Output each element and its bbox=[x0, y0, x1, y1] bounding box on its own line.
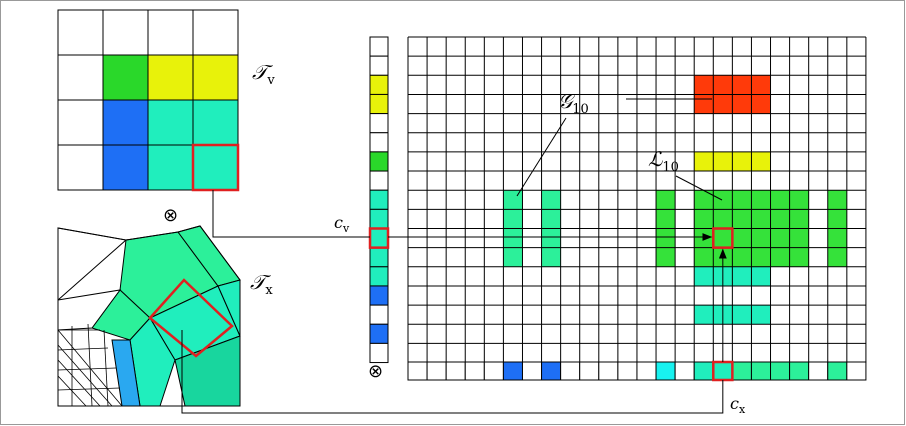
cx-cell bbox=[464, 361, 485, 381]
cv-cell bbox=[369, 189, 389, 210]
sparse-matrix bbox=[407, 36, 867, 364]
tv-cell bbox=[147, 9, 194, 56]
cx-cell bbox=[617, 361, 638, 381]
cx-vector bbox=[407, 360, 867, 382]
cv-cell bbox=[369, 36, 389, 57]
tv-cell bbox=[57, 99, 104, 146]
tx-mesh-outline bbox=[57, 225, 241, 407]
cv-cell bbox=[369, 323, 389, 344]
tv-cell bbox=[192, 9, 239, 56]
otimes-symbol-top: ⊗ bbox=[163, 205, 178, 226]
tx-highlight-box bbox=[148, 278, 234, 358]
cv-cell bbox=[369, 151, 389, 172]
cx-cell bbox=[426, 361, 447, 381]
cx-cell bbox=[827, 361, 848, 381]
cv-cell bbox=[369, 93, 389, 115]
tx-mesh-line bbox=[57, 344, 113, 407]
cv-highlight-box bbox=[368, 227, 390, 249]
tv-cell bbox=[57, 54, 104, 101]
cx-cell bbox=[846, 361, 867, 381]
tv-grid bbox=[57, 9, 240, 192]
cv-cell bbox=[369, 247, 389, 268]
cx-cell bbox=[579, 361, 600, 381]
tx-mesh-line bbox=[103, 329, 109, 407]
connector-tx-cx bbox=[181, 330, 724, 414]
tv-cell bbox=[102, 144, 149, 191]
cv-cell bbox=[369, 113, 389, 134]
tv-cell bbox=[102, 9, 149, 56]
label-cx: cx bbox=[730, 394, 746, 416]
cv-cell bbox=[369, 285, 389, 306]
cx-cell bbox=[731, 361, 752, 381]
tv-cell bbox=[102, 99, 149, 146]
tv-cell bbox=[147, 99, 194, 146]
cx-cell bbox=[407, 361, 428, 381]
cx-cell bbox=[770, 361, 791, 381]
cx-cell bbox=[541, 361, 562, 381]
cx-cell bbox=[808, 361, 829, 381]
cx-cell bbox=[598, 361, 619, 381]
label-g10: 𝒢10 bbox=[558, 89, 589, 117]
pointer-g10 bbox=[516, 117, 567, 197]
label-l10: ℒ10 bbox=[648, 147, 679, 175]
tx-mesh-line bbox=[57, 387, 121, 391]
cv-cell bbox=[369, 55, 389, 76]
tv-cell bbox=[57, 9, 104, 56]
cx-cell bbox=[483, 361, 504, 381]
connector-lines bbox=[181, 98, 727, 414]
tv-cell bbox=[192, 144, 239, 191]
tv-cell bbox=[147, 54, 194, 101]
connector-tv-cv bbox=[212, 190, 370, 238]
cx-cell bbox=[445, 361, 466, 381]
cv-cell bbox=[369, 74, 389, 95]
pointer-l10 bbox=[675, 175, 723, 201]
tv-cell bbox=[57, 144, 104, 191]
cx-cell bbox=[693, 361, 714, 381]
cx-cell bbox=[674, 361, 695, 381]
tv-cell bbox=[192, 54, 239, 101]
cx-cell bbox=[789, 361, 810, 381]
tv-cell bbox=[102, 54, 149, 101]
cv-cell bbox=[369, 208, 389, 230]
tx-mesh bbox=[57, 225, 241, 407]
tv-highlight-box bbox=[191, 143, 240, 192]
tv-cell bbox=[192, 99, 239, 146]
matrix-highlight-box bbox=[712, 227, 734, 249]
cv-cell bbox=[369, 170, 389, 191]
cx-cell bbox=[560, 361, 581, 381]
cx-cell bbox=[636, 361, 657, 381]
label-cv: cv bbox=[334, 213, 350, 235]
otimes-symbol-bottom: ⊗ bbox=[368, 361, 383, 382]
cx-cell bbox=[502, 361, 523, 381]
cx-cell bbox=[712, 361, 733, 381]
cv-cell bbox=[369, 304, 389, 325]
cx-cell bbox=[750, 361, 772, 381]
cx-cell bbox=[521, 361, 543, 381]
cv-cell bbox=[369, 228, 389, 249]
cx-cell bbox=[655, 361, 676, 381]
cv-cell bbox=[369, 266, 389, 287]
cv-cell bbox=[369, 132, 389, 153]
tv-cell bbox=[147, 144, 194, 191]
tx-mesh-line bbox=[57, 347, 109, 351]
cv-vector bbox=[368, 36, 390, 364]
tx-mesh-line bbox=[57, 359, 101, 407]
cv-cell bbox=[369, 342, 389, 364]
tx-mesh-line bbox=[87, 323, 93, 407]
